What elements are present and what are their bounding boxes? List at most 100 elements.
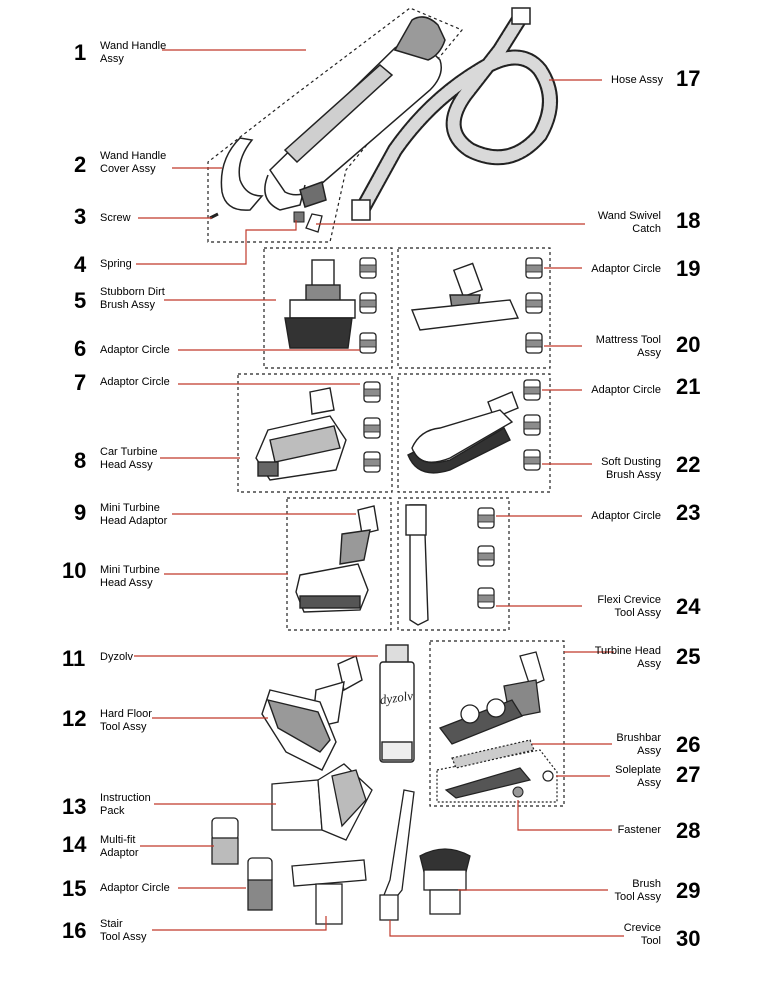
part-number-13: 13	[62, 794, 87, 819]
screw-drawing	[209, 212, 219, 220]
soft-dusting-group-box	[397, 373, 551, 493]
part-number-14: 14	[62, 832, 87, 857]
flexi-crevice-drawing	[405, 504, 429, 626]
wand-handle-group-box	[207, 7, 463, 243]
part-number-3: 3	[74, 204, 87, 229]
multi-fit-adaptor-drawing	[211, 817, 239, 865]
fastener-drawing	[512, 786, 524, 798]
part-number-25: 25	[676, 644, 701, 669]
part-label-20: Mattress Tool Assy	[595, 334, 661, 359]
adaptor-circle-15-drawing	[247, 857, 273, 911]
part-number-18: 18	[676, 208, 701, 233]
brush-tool-drawing	[419, 848, 471, 915]
part-label-1: Wand Handle Assy	[100, 40, 167, 65]
wand-cover-drawing	[220, 137, 264, 211]
turbine-head-drawing	[438, 651, 545, 745]
part-number-24: 24	[676, 594, 701, 619]
part-number-6: 6	[74, 336, 87, 361]
part-number-9: 9	[74, 500, 87, 525]
part-label-9: Mini Turbine Head Adaptor	[100, 502, 168, 527]
stubborn-dirt-group-box	[263, 247, 393, 369]
part-number-27: 27	[676, 762, 701, 787]
part-label-25: Turbine Head Assy	[594, 645, 661, 670]
part-label-12: Hard Floor Tool Assy	[100, 708, 152, 733]
swivel-catch-drawing	[305, 213, 323, 233]
stubborn-dirt-brush-drawing	[284, 259, 356, 349]
part-label-14: Multi-fit Adaptor	[100, 834, 139, 859]
part-label-5: Stubborn Dirt Brush Assy	[100, 286, 165, 311]
instruction-pack-drawing	[271, 763, 373, 841]
leader-4	[136, 220, 297, 265]
mini-turbine-group-box	[286, 497, 392, 631]
part-number-4: 4	[74, 252, 87, 277]
part-label-30: Crevice Tool	[623, 922, 661, 947]
part-number-11: 11	[62, 646, 86, 671]
mattress-tool-drawing	[411, 262, 520, 331]
part-label-29: Brush Tool Assy	[614, 878, 661, 903]
leader-28	[517, 800, 612, 831]
part-number-1: 1	[74, 40, 87, 65]
turbine-head-group-box	[429, 640, 565, 807]
spring-drawing	[293, 211, 305, 223]
part-label-18: Wand Swivel Catch	[597, 210, 661, 235]
part-label-19: Adaptor Circle	[591, 263, 661, 275]
part-number-23: 23	[676, 500, 701, 525]
stair-tool-drawing	[291, 859, 367, 925]
part-number-19: 19	[676, 256, 701, 281]
part-label-6: Adaptor Circle	[100, 344, 170, 356]
part-number-22: 22	[676, 452, 701, 477]
hose-drawing	[351, 7, 558, 221]
part-number-21: 21	[676, 374, 701, 399]
flexi-crevice-group-box	[397, 497, 510, 631]
wand-handle-drawing	[264, 16, 446, 211]
part-number-2: 2	[74, 152, 87, 177]
part-label-22: Soft Dusting Brush Assy	[601, 456, 661, 481]
part-label-16: Stair Tool Assy	[100, 918, 147, 943]
mattress-group-box	[397, 247, 551, 369]
crevice-tool-drawing	[379, 789, 415, 921]
part-label-4: Spring	[100, 258, 132, 270]
part-label-8: Car Turbine Head Assy	[100, 446, 158, 471]
part-label-21: Adaptor Circle	[591, 384, 661, 396]
part-number-28: 28	[676, 818, 701, 843]
part-number-10: 10	[62, 558, 87, 583]
group-boxes	[207, 7, 565, 807]
part-label-17: Hose Assy	[611, 74, 663, 86]
part-label-13: Instruction Pack	[100, 792, 151, 817]
part-number-5: 5	[74, 288, 87, 313]
part-label-10: Mini Turbine Head Assy	[100, 564, 160, 589]
mini-turbine-head-drawing	[295, 505, 379, 613]
soleplate-group-box	[436, 749, 558, 803]
part-label-3: Screw	[100, 212, 131, 224]
dyzolv-can-text: dyzolv	[379, 688, 414, 708]
dyzolv-can-drawing	[379, 644, 415, 763]
part-label-26: Brushbar Assy	[616, 732, 661, 757]
part-label-2: Wand Handle Cover Assy	[100, 150, 167, 175]
part-label-7: Adaptor Circle	[100, 376, 170, 388]
hard-floor-tool-drawing	[261, 655, 363, 771]
part-label-23: Adaptor Circle	[591, 510, 661, 522]
car-turbine-group-box	[237, 373, 393, 493]
part-number-8: 8	[74, 448, 87, 473]
part-number-29: 29	[676, 878, 701, 903]
part-number-16: 16	[62, 918, 87, 943]
soleplate-drawing	[444, 767, 554, 799]
part-number-15: 15	[62, 876, 87, 901]
leader-lines	[134, 49, 624, 937]
soft-dusting-brush-drawing	[407, 391, 519, 474]
part-number-20: 20	[676, 332, 701, 357]
part-number-30: 30	[676, 926, 701, 951]
part-number-7: 7	[74, 370, 87, 395]
part-label-24: Flexi Crevice Tool Assy	[597, 594, 661, 619]
car-turbine-head-drawing	[255, 387, 347, 481]
leader-16	[152, 916, 327, 931]
part-label-28: Fastener	[617, 824, 661, 836]
part-number-26: 26	[676, 732, 701, 757]
part-label-15: Adaptor Circle	[100, 882, 170, 894]
part-number-12: 12	[62, 706, 87, 731]
part-label-27: Soleplate Assy	[615, 764, 661, 789]
part-number-17: 17	[676, 66, 701, 91]
brushbar-drawing	[451, 739, 535, 769]
